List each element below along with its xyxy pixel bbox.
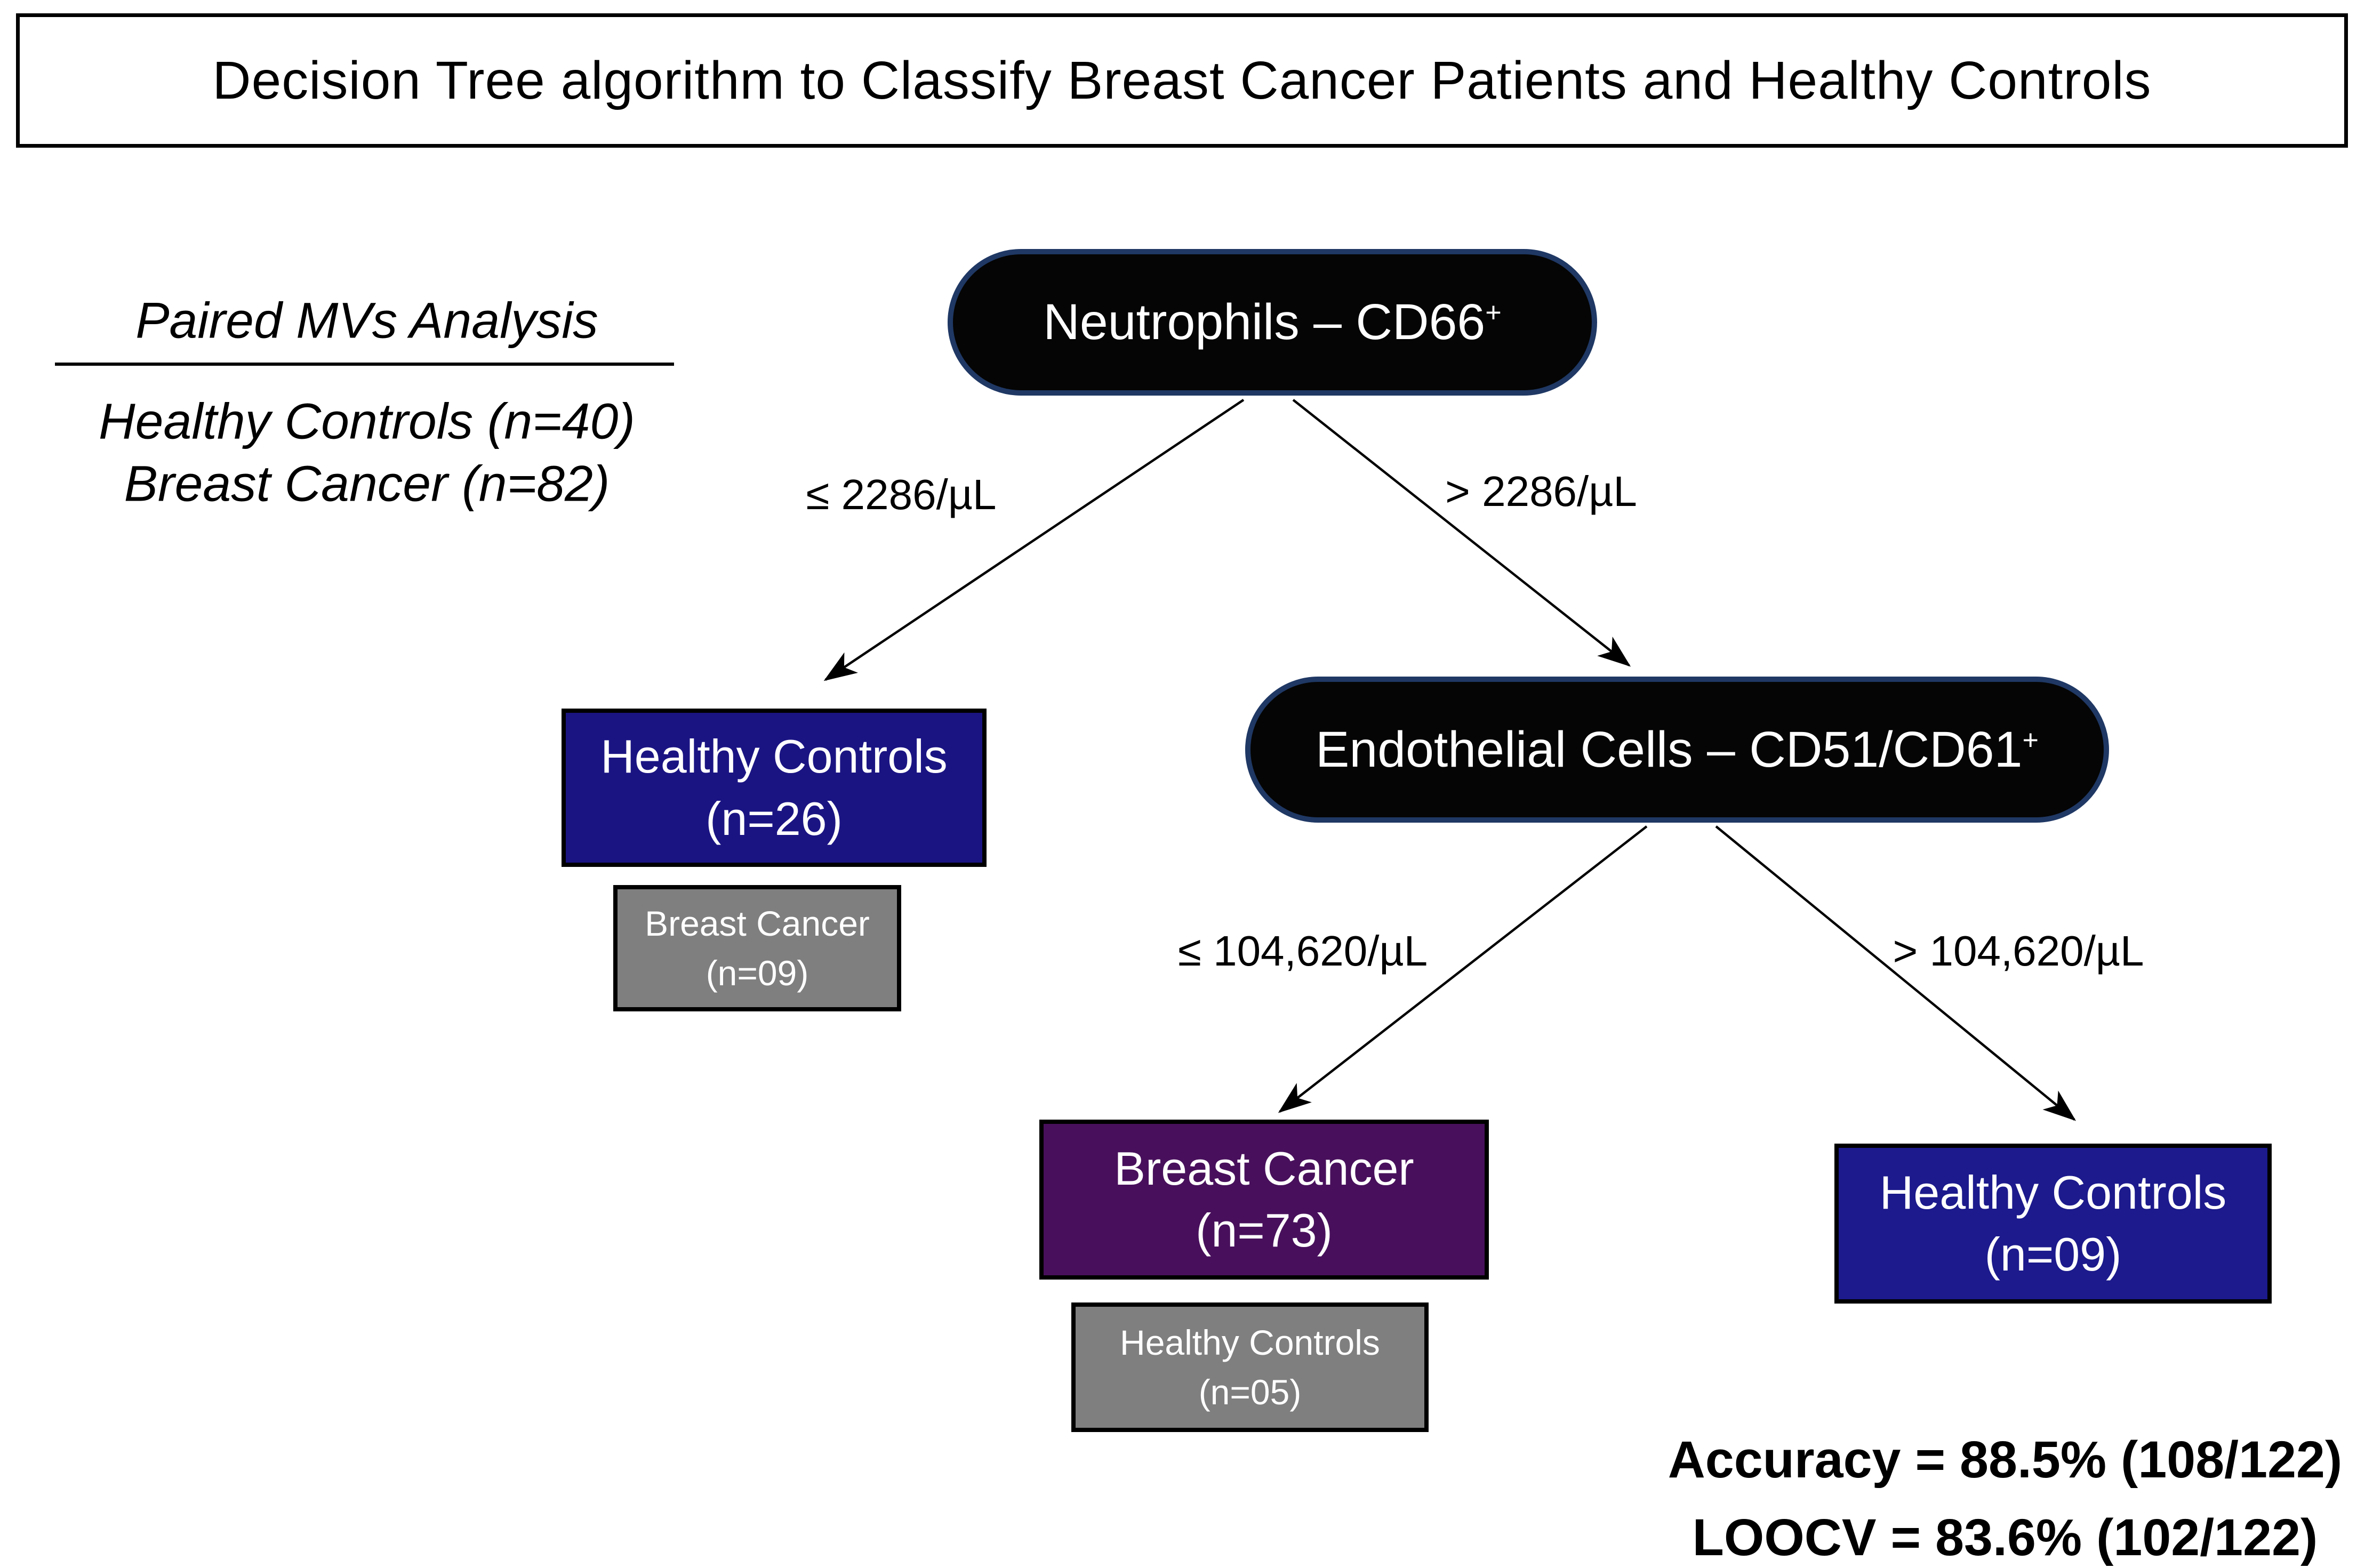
leaf-breast-cancer-73: Breast Cancer (n=73) <box>1039 1120 1489 1280</box>
leaf-misclassified-healthy-controls-05-label: Healthy Controls <box>1120 1323 1380 1363</box>
title-banner: Decision Tree algorithm to Classify Brea… <box>16 13 2348 148</box>
leaf-breast-cancer-73-label: Breast Cancer <box>1114 1141 1414 1195</box>
performance-metrics: Accuracy = 88.5% (108/122) LOOCV = 83.6%… <box>1626 1421 2365 1568</box>
decision-node-endothelial-text: Endothelial Cells – CD51/CD61 <box>1316 721 2023 778</box>
decision-node-neutrophils-text: Neutrophils – CD66 <box>1043 294 1486 350</box>
decision-node-endothelial-superscript: + <box>2022 724 2039 755</box>
decision-node-endothelial-label: Endothelial Cells – CD51/CD61+ <box>1316 721 2039 779</box>
loocv-text: LOOCV = 83.6% (102/122) <box>1692 1508 2318 1566</box>
decision-node-endothelial: Endothelial Cells – CD51/CD61+ <box>1245 677 2109 823</box>
arrow-root-to-healthy26 <box>823 399 1245 681</box>
legend-cohort-breast-cancer: Breast Cancer (n=82) <box>124 455 610 512</box>
leaf-misclassified-breast-cancer-09: Breast Cancer (n=09) <box>613 885 901 1011</box>
branch-label-endothelial-left: ≤ 104,620/µL <box>1177 927 1428 975</box>
leaf-healthy-controls-09-label: Healthy Controls <box>1879 1165 2227 1219</box>
branch-label-root-left: ≤ 2286/µL <box>806 471 997 518</box>
decision-node-neutrophils-label: Neutrophils – CD66+ <box>1043 293 1502 351</box>
arrow-root-to-endothelial <box>1292 399 1631 667</box>
leaf-healthy-controls-09-count: (n=09) <box>1984 1228 2122 1281</box>
leaf-misclassified-breast-cancer-09-label: Breast Cancer <box>645 904 870 944</box>
branch-label-root-right: > 2286/µL <box>1445 468 1637 515</box>
figure-title: Decision Tree algorithm to Classify Brea… <box>212 50 2152 110</box>
leaf-healthy-controls-26-label: Healthy Controls <box>600 730 948 783</box>
leaf-breast-cancer-73-count: (n=73) <box>1196 1204 1333 1257</box>
legend-underline-rule <box>55 363 674 366</box>
decision-node-neutrophils-superscript: + <box>1485 297 1502 328</box>
leaf-misclassified-healthy-controls-05: Healthy Controls (n=05) <box>1071 1302 1429 1432</box>
decision-node-neutrophils: Neutrophils – CD66+ <box>948 249 1597 396</box>
leaf-misclassified-healthy-controls-05-count: (n=05) <box>1198 1372 1302 1412</box>
accuracy-text: Accuracy = 88.5% (108/122) <box>1667 1430 2343 1489</box>
legend-heading: Paired MVs Analysis <box>135 292 598 349</box>
leaf-healthy-controls-09: Healthy Controls (n=09) <box>1834 1144 2272 1304</box>
leaf-healthy-controls-26-count: (n=26) <box>706 792 843 845</box>
legend-cohort-healthy-controls: Healthy Controls (n=40) <box>99 393 635 450</box>
leaf-healthy-controls-26: Healthy Controls (n=26) <box>562 709 987 867</box>
branch-label-endothelial-right: > 104,620/µL <box>1893 927 2144 975</box>
leaf-misclassified-breast-cancer-09-count: (n=09) <box>706 953 809 993</box>
